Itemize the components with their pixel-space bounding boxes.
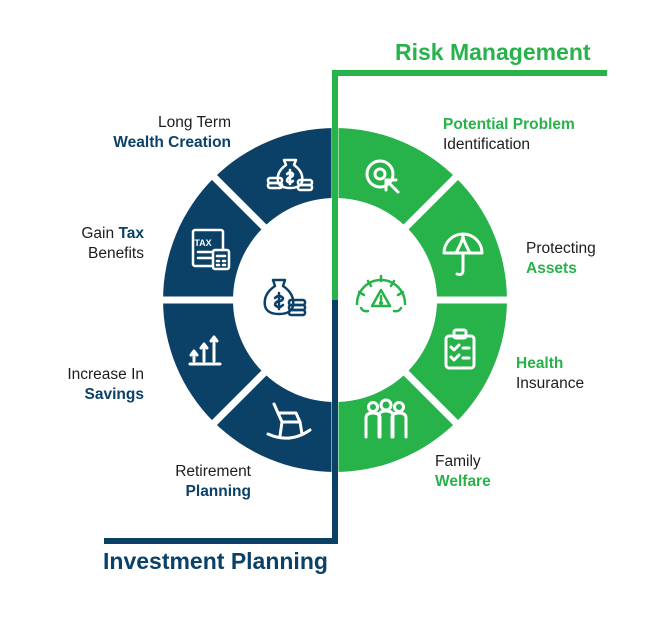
label-potential-problem-identification: Potential Problem Identification	[443, 115, 575, 155]
label-bold: Wealth Creation	[113, 134, 231, 151]
target-cursor-icon	[365, 159, 400, 194]
label-normal: Insurance	[516, 375, 585, 392]
label-bold: Tax	[118, 225, 144, 242]
rocking-chair-icon	[266, 402, 312, 440]
risk-ring-half	[335, 128, 507, 472]
label-gain-tax-benefits: Gain Tax Benefits	[81, 224, 144, 264]
label-protecting-assets: Protecting Assets	[526, 239, 596, 279]
label-normal-after: Benefits	[87, 245, 144, 262]
label-normal: Family	[435, 453, 481, 470]
label-bold: Planning	[185, 483, 251, 500]
family-people-icon	[364, 398, 408, 439]
risk-management-title: Risk Management	[395, 39, 591, 65]
investment-ring-half	[163, 128, 335, 472]
label-bold: Savings	[84, 386, 144, 403]
label-long-term-wealth-creation: Long Term Wealth Creation	[113, 113, 231, 153]
label-bold: Potential Problem	[443, 116, 575, 133]
label-bold: Health	[516, 355, 564, 372]
label-normal: Long Term	[158, 114, 231, 131]
label-health-insurance: Health Insurance	[516, 354, 584, 394]
tax-calculator-icon	[191, 228, 231, 271]
tax-icon-text: TAX	[194, 238, 211, 248]
label-bold: Welfare	[435, 473, 491, 490]
label-bold: Assets	[526, 260, 577, 277]
label-line-1: Gain Tax	[81, 224, 144, 244]
label-normal: Retirement	[175, 463, 251, 480]
label-normal: Protecting	[526, 240, 596, 257]
money-bag-coins-icon	[266, 158, 314, 192]
label-normal: Increase In	[67, 366, 144, 383]
investment-planning-title: Investment Planning	[103, 548, 328, 574]
label-retirement-planning: Retirement Planning	[175, 462, 251, 502]
label-normal: Identification	[443, 136, 531, 153]
growth-arrows-icon	[188, 335, 222, 366]
label-increase-in-savings: Increase In Savings	[67, 365, 144, 405]
risk-connector-line	[332, 70, 607, 300]
clipboard-checklist-icon	[444, 328, 476, 370]
label-family-welfare: Family Welfare	[435, 452, 491, 492]
risk-gauge-icon	[355, 274, 407, 313]
money-bag-coins-center-icon	[263, 278, 307, 317]
label-normal: Gain	[81, 225, 119, 242]
investment-connector-line	[104, 300, 338, 544]
umbrella-icon	[442, 232, 484, 276]
